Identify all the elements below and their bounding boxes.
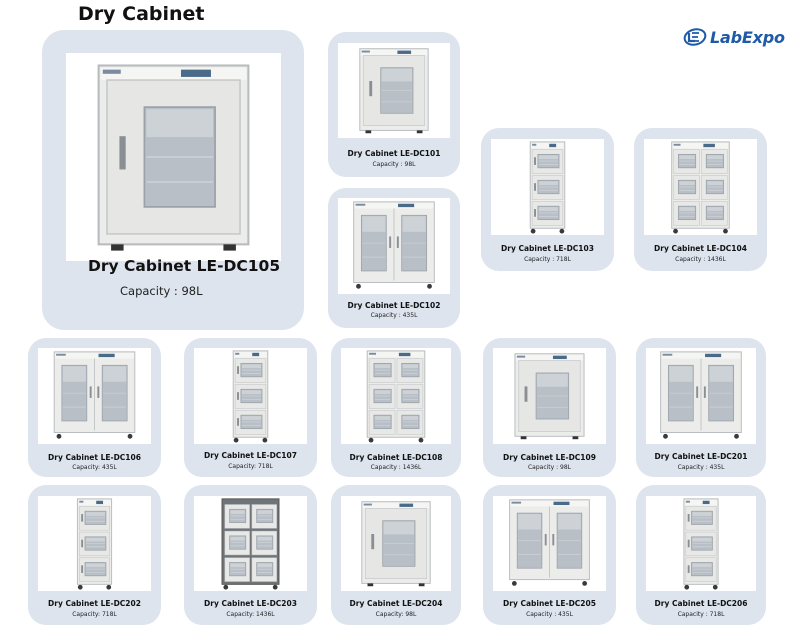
product-name: Dry Cabinet LE-DC203: [204, 599, 297, 608]
brand-logo[interactable]: LabExpo: [683, 25, 785, 49]
product-image: [491, 139, 604, 235]
product-image: [341, 496, 451, 591]
three-drawer-cabinet-icon: [232, 350, 269, 443]
page-title: Dry Cabinet: [78, 3, 205, 25]
product-capacity: Capacity : 435L: [370, 312, 418, 319]
product-capacity: Capacity : 98L: [372, 161, 416, 168]
double-door-cabinet-wheeled-icon: [660, 351, 742, 439]
three-drawer-cabinet-icon: [76, 498, 113, 590]
double-door-cabinet-wheeled-icon: [53, 351, 136, 439]
product-card-featured[interactable]: Dry Cabinet LE-DC105 Capacity : 98L: [42, 30, 304, 330]
product-capacity: Capacity : 435L: [526, 611, 573, 618]
product-image: [338, 43, 450, 138]
product-capacity: Capacity : 1436L: [370, 464, 422, 471]
product-image: [493, 496, 606, 591]
product-capacity: Capacity : 98L: [527, 464, 572, 471]
product-name: Dry Cabinet LE-DC106: [48, 453, 141, 462]
product-capacity: Capacity: 718L: [228, 463, 273, 470]
product-capacity: Capacity: 435L: [72, 464, 117, 471]
product-capacity: Capacity: 1436L: [226, 611, 275, 618]
product-image: [338, 198, 450, 294]
six-drawer-cabinet-dark-icon: [221, 498, 280, 590]
product-capacity: Capacity : 718L: [677, 611, 725, 618]
product-capacity: Capacity : 1436L: [675, 256, 726, 263]
product-image: [341, 348, 451, 444]
labexpo-logo-icon: [683, 28, 707, 46]
product-capacity: Capacity : 718L: [524, 256, 571, 263]
product-capacity: Capacity: 98L: [375, 611, 417, 618]
product-name: Dry Cabinet LE-DC201: [654, 452, 748, 461]
product-name: Dry Cabinet LE-DC102: [347, 301, 441, 310]
product-name: Dry Cabinet LE-DC109: [503, 453, 596, 462]
product-name: Dry Cabinet LE-DC103: [501, 244, 594, 253]
product-name: Dry Cabinet LE-DC105: [88, 257, 281, 275]
three-drawer-cabinet-icon: [529, 141, 566, 234]
product-image: [493, 348, 606, 444]
product-image: [646, 348, 756, 444]
product-name: Dry Cabinet LE-DC101: [347, 149, 441, 158]
single-door-cabinet-icon: [361, 501, 431, 587]
product-image: [194, 348, 307, 444]
single-door-cabinet-icon: [97, 64, 250, 251]
double-door-cabinet-wheeled-icon: [353, 201, 435, 289]
product-capacity: Capacity : 435L: [677, 464, 725, 471]
brand-name: LabExpo: [710, 27, 785, 47]
product-name: Dry Cabinet LE-DC202: [48, 599, 141, 608]
product-name: Dry Cabinet LE-DC107: [204, 451, 297, 460]
six-drawer-cabinet-icon: [366, 350, 426, 443]
product-name: Dry Cabinet LE-DC104: [654, 244, 747, 253]
product-capacity: Capacity: 718L: [72, 611, 117, 618]
product-image: [646, 496, 756, 591]
product-image: [38, 348, 151, 444]
product-name: Dry Cabinet LE-DC206: [654, 599, 748, 608]
product-name: Dry Cabinet LE-DC205: [503, 599, 596, 608]
product-name: Dry Cabinet LE-DC108: [349, 453, 443, 462]
product-capacity: Capacity : 98L: [120, 284, 203, 298]
product-image: [66, 53, 281, 261]
product-image: [644, 139, 757, 235]
product-image: [194, 496, 307, 591]
double-door-cabinet-wheeled-icon: [509, 499, 590, 586]
six-drawer-cabinet-icon: [671, 141, 730, 234]
single-door-cabinet-icon: [359, 48, 429, 134]
product-image: [38, 496, 151, 591]
product-name: Dry Cabinet LE-DC204: [349, 599, 443, 608]
single-door-cabinet-icon: [514, 353, 585, 440]
three-drawer-cabinet-icon: [683, 498, 719, 590]
